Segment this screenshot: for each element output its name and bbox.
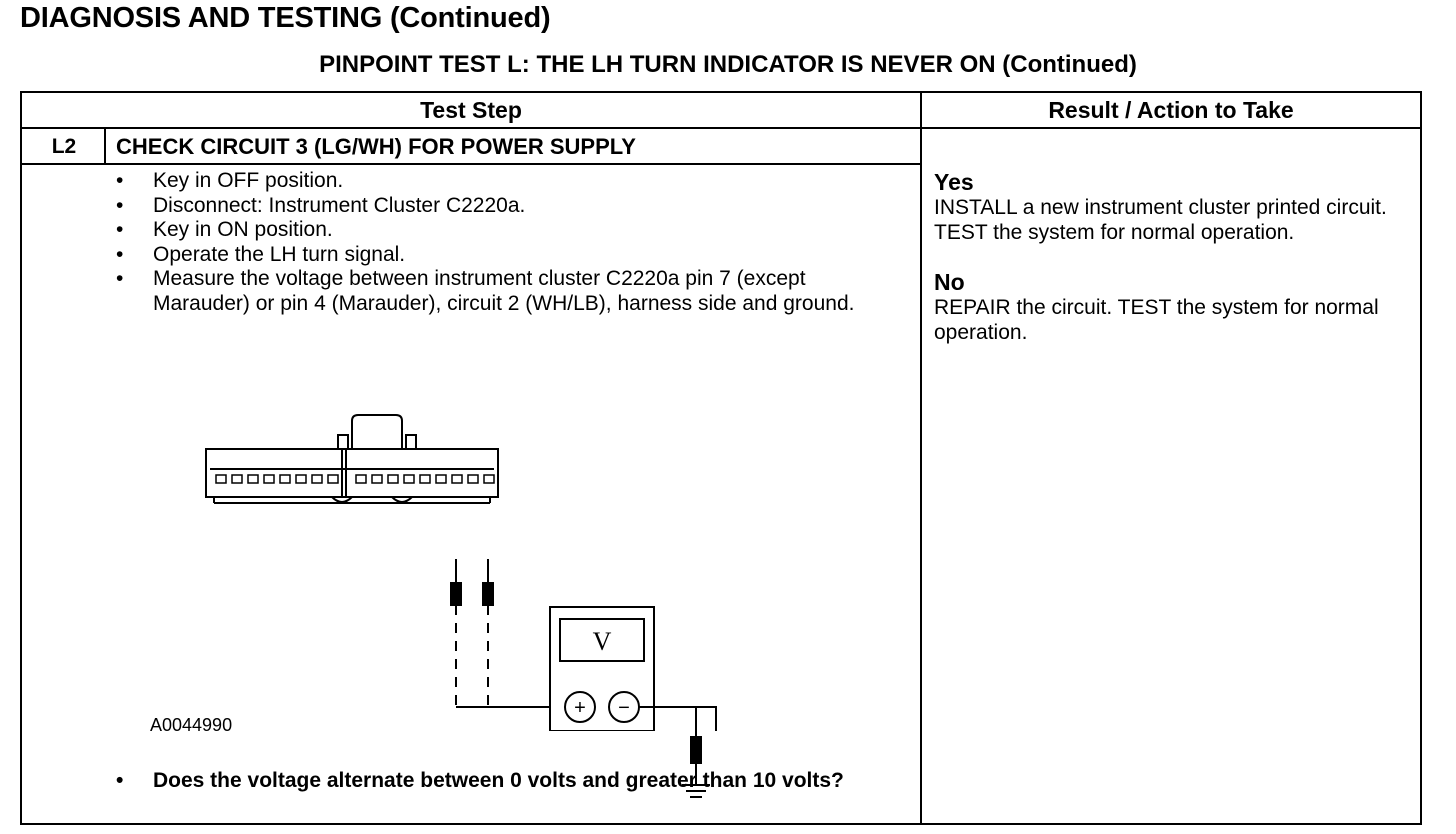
connector-latch bbox=[351, 414, 403, 449]
column-header-result: Result / Action to Take bbox=[1048, 97, 1294, 123]
list-item: •Key in ON position. bbox=[116, 218, 333, 241]
column-header-test-step: Test Step bbox=[420, 97, 522, 123]
connector-pin bbox=[295, 474, 307, 484]
connector-pin bbox=[231, 474, 243, 484]
figure-id: A0044990 bbox=[150, 715, 233, 735]
column-divider bbox=[920, 93, 922, 823]
step-id-divider bbox=[104, 127, 106, 164]
probe-negative bbox=[482, 582, 494, 606]
list-item: •Operate the LH turn signal. bbox=[116, 242, 406, 266]
list-item: •Disconnect: Instrument Cluster C2220a. bbox=[116, 193, 526, 217]
plus-symbol: + bbox=[574, 697, 586, 719]
step-id: L2 bbox=[51, 135, 77, 158]
connector-pin bbox=[451, 474, 463, 484]
connector-pin bbox=[311, 474, 323, 484]
connector-pin bbox=[371, 474, 383, 484]
result-label: No bbox=[934, 269, 965, 295]
connector-pin bbox=[435, 474, 447, 484]
connector-pin bbox=[355, 474, 367, 484]
connector-pin bbox=[279, 474, 291, 484]
result-yes: Yes INSTALL a new instrument cluster pri… bbox=[934, 169, 1414, 245]
ground-lead-diagram bbox=[682, 707, 710, 798]
connector-pins bbox=[215, 474, 495, 484]
probe-positive bbox=[450, 582, 462, 606]
connector-pin bbox=[327, 474, 339, 484]
minus-symbol: − bbox=[618, 697, 630, 719]
result-action: INSTALL a new instrument cluster printed… bbox=[934, 196, 1387, 244]
ground-probe bbox=[690, 736, 702, 764]
pinpoint-test-table: Test Step Result / Action to Take L2 CHE… bbox=[20, 91, 1422, 825]
result-no: No REPAIR the circuit. TEST the system f… bbox=[934, 269, 1414, 345]
test-step-list: •Key in OFF position. •Disconnect: Instr… bbox=[116, 169, 876, 316]
list-item: •Key in OFF position. bbox=[116, 169, 344, 192]
test-question: •Does the voltage alternate between 0 vo… bbox=[116, 769, 844, 792]
result-column: Yes INSTALL a new instrument cluster pri… bbox=[934, 169, 1414, 369]
connector-pin bbox=[263, 474, 275, 484]
list-item: •Measure the voltage between instrument … bbox=[116, 267, 855, 315]
header-divider bbox=[22, 127, 1420, 129]
step-title: CHECK CIRCUIT 3 (LG/WH) FOR POWER SUPPLY bbox=[116, 134, 636, 159]
connector-pin bbox=[215, 474, 227, 484]
pinpoint-test-title: PINPOINT TEST L: THE LH TURN INDICATOR I… bbox=[319, 51, 1137, 78]
positive-terminal bbox=[564, 691, 596, 723]
connector-pin bbox=[483, 474, 495, 484]
connector-pin bbox=[467, 474, 479, 484]
voltmeter-label: V bbox=[593, 627, 612, 656]
voltmeter-connector-diagram: V + − bbox=[205, 414, 717, 731]
connector-pin bbox=[403, 474, 415, 484]
result-action: REPAIR the circuit. TEST the system for … bbox=[934, 296, 1379, 344]
voltmeter-display bbox=[559, 618, 645, 662]
connector-c2220a bbox=[205, 448, 499, 498]
result-label: Yes bbox=[934, 169, 974, 195]
page-title: DIAGNOSIS AND TESTING (Continued) bbox=[20, 2, 551, 34]
step-title-divider bbox=[22, 163, 920, 165]
connector-pin bbox=[419, 474, 431, 484]
connector-pin bbox=[247, 474, 259, 484]
voltmeter bbox=[549, 606, 655, 731]
connector-pin bbox=[387, 474, 399, 484]
